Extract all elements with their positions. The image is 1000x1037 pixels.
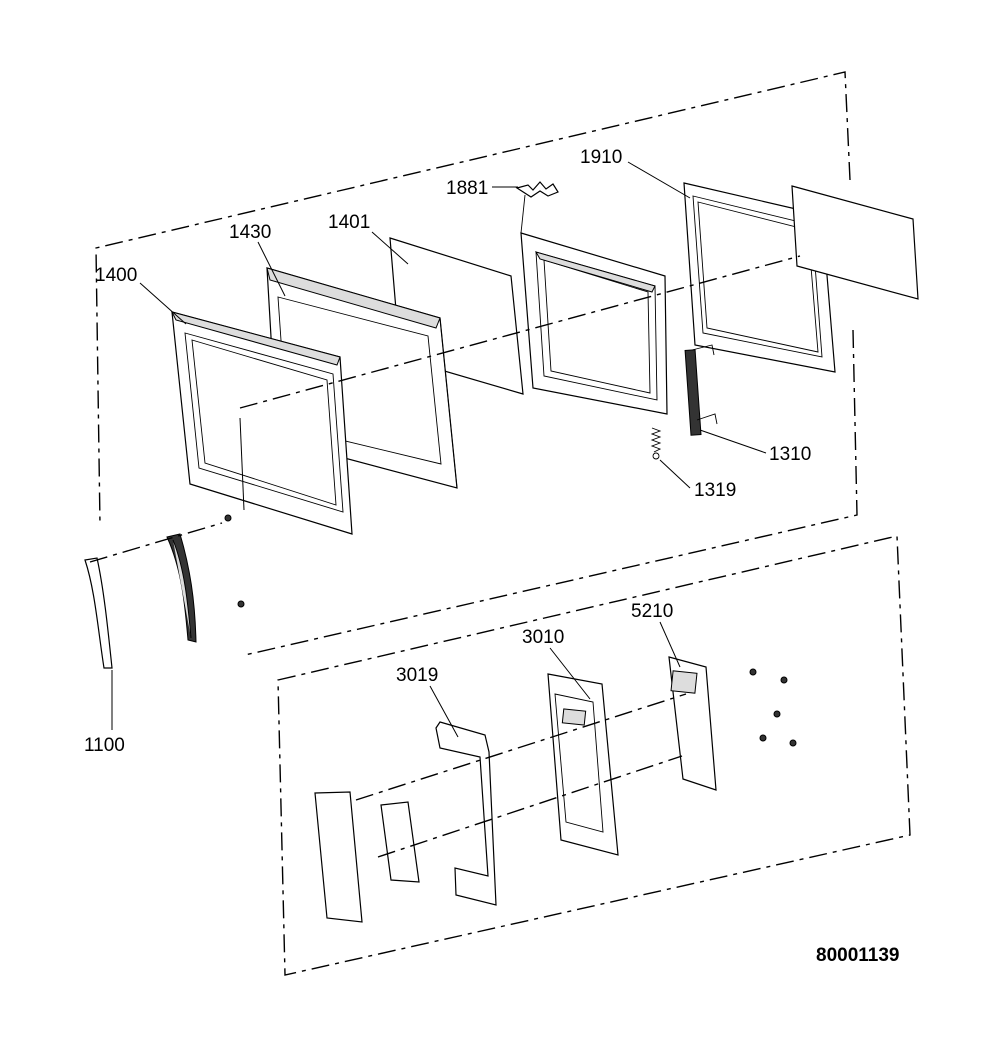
upper-group-boundary-lower [244, 329, 858, 656]
callout-1881: 1881 [446, 178, 488, 199]
upper-drop-line [239, 417, 245, 511]
callout-1400: 1400 [95, 265, 137, 286]
lower-axis-line-1 [355, 693, 687, 801]
callout-1310: 1310 [769, 444, 811, 465]
part-1400-frame [171, 311, 353, 535]
reference-number: 80001139 [816, 945, 900, 966]
leader-1319 [659, 459, 691, 489]
part-1100-handle [84, 533, 197, 669]
part-1310-hinge [684, 344, 718, 436]
part-lower-sheet-left [314, 791, 363, 923]
part-1319-spring [650, 427, 662, 460]
lower-axis-line-2 [377, 755, 683, 858]
callout-1100: 1100 [84, 735, 125, 756]
leader-1910 [627, 161, 691, 199]
upper-axis-line [239, 255, 801, 409]
leader-1400 [139, 282, 187, 325]
callout-1401: 1401 [328, 212, 370, 233]
part-1881-clip [515, 181, 559, 198]
part-lower-sheet-mid [380, 801, 420, 883]
screw-icon [749, 668, 797, 747]
part-3010-panel [547, 673, 619, 856]
leader-3019 [429, 685, 459, 738]
handle-axis-line [89, 522, 223, 563]
part-5210-board [668, 656, 717, 791]
leader-1401 [371, 231, 409, 265]
part-glass-rear [791, 185, 919, 300]
lower-group-boundary [277, 535, 911, 976]
screw-icon [224, 514, 245, 608]
callout-3010: 3010 [522, 627, 564, 648]
callout-5210: 5210 [631, 601, 673, 622]
upper-group-boundary [95, 71, 851, 526]
callout-1319: 1319 [694, 480, 736, 501]
part-3019-bracket [435, 721, 497, 906]
leader-3010 [549, 647, 591, 700]
leader-1430 [257, 241, 286, 297]
callout-1430: 1430 [229, 222, 271, 243]
part-door-assembly [520, 194, 668, 415]
leader-5210 [659, 621, 681, 668]
callout-3019: 3019 [396, 665, 438, 686]
callout-1910: 1910 [580, 147, 622, 168]
leader-1310 [699, 429, 767, 454]
